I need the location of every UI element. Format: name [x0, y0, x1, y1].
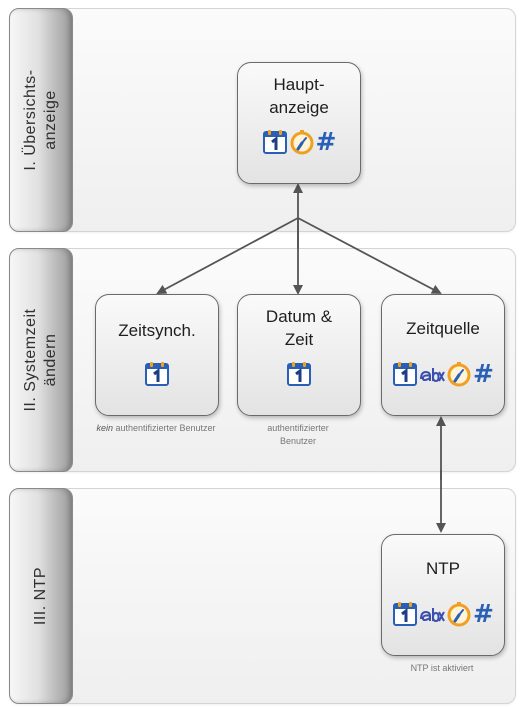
arrow-to-zeitquelle [297, 217, 442, 294]
node-title-line: NTP [426, 559, 460, 578]
node-hauptanzeige[interactable]: Haupt- anzeige # [237, 62, 361, 184]
node-title-line: Datum & [265, 307, 333, 326]
node-title-line: anzeige [269, 98, 329, 117]
calendar-icon [144, 361, 170, 387]
calendar-icon [262, 129, 288, 155]
node-title-line: Zeitquelle [406, 319, 480, 338]
node-zeitsynch[interactable]: Zeitsynch. [95, 294, 219, 416]
node-zeitquelle[interactable]: Zeitquelle # [381, 294, 505, 416]
calendar-icon [286, 361, 312, 387]
clock-icon [289, 129, 315, 155]
node-title-line: Zeitsynch. [118, 321, 196, 340]
section-tab-uebersicht: I. Übersichts- anzeige [9, 8, 73, 232]
caption-text: authentifizierter Benutzer [267, 423, 329, 446]
hash-icon: # [473, 359, 494, 388]
hash-icon: # [315, 127, 337, 156]
node-title-line: Haupt- [273, 75, 325, 94]
caption-text: authentifizierter Benutzer [115, 423, 216, 433]
caption-text: NTP ist aktiviert [410, 663, 474, 673]
section-tab-ntp: III. NTP [9, 488, 73, 704]
calendar-icon [392, 361, 418, 387]
node-ntp[interactable]: NTP # [381, 534, 505, 656]
calendar-icon [392, 601, 418, 627]
caption-zeitsynch: kein authentifizierter Benutzer [71, 422, 241, 435]
abc-icon [419, 361, 445, 387]
node-datum-zeit[interactable]: Datum & Zeit [237, 294, 361, 416]
caption-emphasis: kein [96, 423, 113, 433]
arrow-to-zeitsynch [156, 217, 299, 294]
caption-datum-zeit: authentifizierter Benutzer [213, 422, 383, 448]
clock-icon [446, 361, 472, 387]
section-tab-systemzeit: II. Systemzeit ändern [9, 248, 73, 472]
caption-ntp: NTP ist aktiviert [357, 662, 520, 675]
clock-icon [446, 601, 472, 627]
node-title-line: Zeit [284, 330, 314, 349]
abc-icon [419, 601, 445, 627]
hash-icon: # [473, 599, 494, 628]
